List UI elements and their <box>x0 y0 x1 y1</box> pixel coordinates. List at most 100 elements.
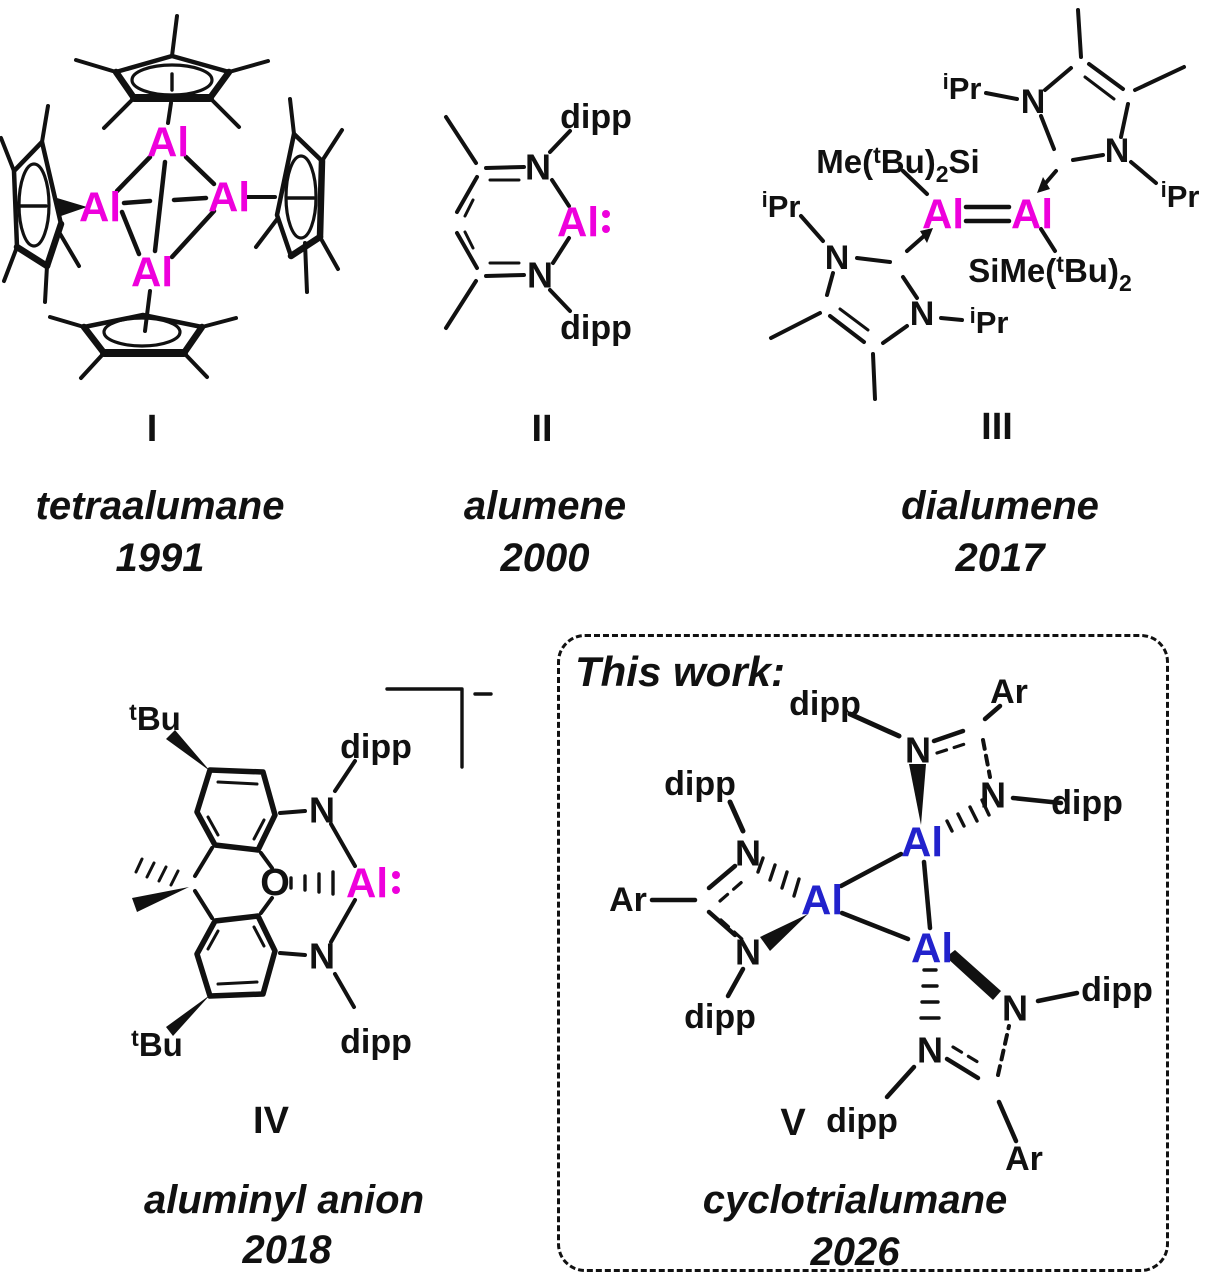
n-label: N <box>917 1030 943 1071</box>
al4-tetrahedron-bonds <box>114 154 217 260</box>
n-label: N <box>309 936 335 977</box>
n-label: N <box>980 775 1006 816</box>
bond-wedge <box>132 887 189 912</box>
nacnac-ring-bonds <box>444 115 572 330</box>
year-iii: 2017 <box>955 536 1045 580</box>
n-label: N <box>1021 83 1046 121</box>
structure-iii-dialumene: Al Al N N N N iPr iPr iPr iPr Me(tBu)2Si… <box>762 8 1200 401</box>
lone-pair-dot <box>392 871 400 879</box>
dipp-label: dipp <box>1051 784 1123 822</box>
n-label: N <box>910 295 935 333</box>
dipp-label: dipp <box>340 1023 412 1061</box>
numeral-iv: IV <box>253 1100 289 1142</box>
numeral-ii: II <box>531 408 553 450</box>
silyl-label-right: SiMe(tBu)2 <box>968 251 1131 296</box>
al3-triangle-bonds <box>838 851 933 942</box>
lone-pair-dot <box>602 210 610 218</box>
o-label: O <box>260 862 290 904</box>
dipp-label: dipp <box>826 1102 898 1140</box>
n-label: N <box>825 239 850 277</box>
year-ii: 2000 <box>500 536 590 580</box>
dative-arrowhead <box>1037 177 1050 193</box>
bond-wedge <box>57 198 87 216</box>
structure-i-tetraalumane: Al Al Al Al <box>0 14 344 380</box>
al-label: Al <box>131 249 173 296</box>
n-label: N <box>525 147 551 188</box>
this-work-box <box>557 634 1169 1272</box>
ipr-label: iPr <box>762 187 801 224</box>
lone-pair-dot <box>392 886 400 894</box>
numeral-iii: III <box>981 406 1013 448</box>
al-label: Al <box>922 191 964 238</box>
tbu-wedge <box>166 995 210 1036</box>
al-al-double-bond <box>963 204 1012 224</box>
al-label: Al <box>346 860 388 907</box>
n-label: N <box>527 255 553 296</box>
dative-arrowhead <box>920 228 933 243</box>
silyl-label-left: Me(tBu)2Si <box>816 142 979 187</box>
tbu-wedge <box>166 730 210 771</box>
tbu-label: tBu <box>129 699 181 737</box>
n-label: N <box>1002 988 1028 1029</box>
cp-star-ring-left <box>0 104 87 304</box>
n-label: N <box>1105 132 1130 170</box>
bond-wedge <box>946 950 1001 1000</box>
ar-label: Ar <box>609 881 647 919</box>
dipp-label: dipp <box>789 685 861 723</box>
ipr-label: iPr <box>943 69 982 106</box>
structure-v-cyclotrialumane: Al Al Al N N N N N N dipp dipp dipp dipp… <box>609 673 1153 1178</box>
o-al-dative-hash <box>289 870 335 896</box>
bond-wedge <box>909 764 926 825</box>
nhc-ring-upper <box>984 8 1186 193</box>
dipp-label: dipp <box>560 309 632 347</box>
al-label: Al <box>911 925 953 972</box>
cp-star-ring-bottom <box>48 289 238 380</box>
name-v: cyclotrialumane <box>702 1178 1008 1222</box>
al-label: Al <box>557 199 599 246</box>
year-iv: 2018 <box>242 1228 332 1272</box>
anion-bracket <box>385 687 493 769</box>
n-label: N <box>309 790 335 831</box>
al-label: Al <box>147 119 189 166</box>
ipr-label: iPr <box>1161 177 1200 214</box>
cp-star-ring-right <box>243 97 344 294</box>
gem-dimethyl <box>132 857 189 912</box>
structure-iv-aluminyl-anion: tBu tBu dipp dipp N N O Al <box>129 687 493 1063</box>
dipp-label: dipp <box>1081 971 1153 1009</box>
amidinate-top <box>847 703 1064 833</box>
ligand-bonds <box>193 759 357 1009</box>
dipp-label: dipp <box>684 998 756 1036</box>
year-v: 2026 <box>810 1230 900 1274</box>
numeral-v: V <box>780 1102 806 1144</box>
al-label: Al <box>208 174 250 221</box>
n-label: N <box>905 730 931 771</box>
tbu-label: tBu <box>131 1025 183 1063</box>
dipp-label: dipp <box>664 765 736 803</box>
amidinate-left <box>649 799 808 999</box>
al-label: Al <box>1011 191 1053 238</box>
name-iv: aluminyl anion <box>143 1178 425 1222</box>
lone-pair-dot <box>602 225 610 233</box>
ar-label: Ar <box>990 673 1028 711</box>
name-i: tetraalumane <box>35 484 285 528</box>
structure-ii-alumene: N N Al dipp dipp <box>444 98 632 347</box>
xanthene-ring-bottom <box>194 913 278 999</box>
name-iii: dialumene <box>901 484 1099 528</box>
nhc-ring-lower <box>769 214 964 401</box>
al-label: Al <box>801 877 843 924</box>
ipr-label: iPr <box>970 303 1009 340</box>
silyl-bonds <box>901 169 1057 253</box>
ar-label: Ar <box>1005 1140 1043 1178</box>
name-ii: alumene <box>463 484 627 528</box>
n-label: N <box>735 833 761 874</box>
this-work-title: This work: <box>575 648 786 695</box>
cp-star-ring-top <box>74 14 270 130</box>
dipp-label: dipp <box>340 728 412 766</box>
al-label: Al <box>79 184 121 231</box>
year-i: 1991 <box>115 536 205 580</box>
n-label: N <box>735 932 761 973</box>
amidinate-bottom <box>884 950 1080 1144</box>
numeral-i: I <box>146 408 158 450</box>
bond-wedge <box>760 914 808 951</box>
